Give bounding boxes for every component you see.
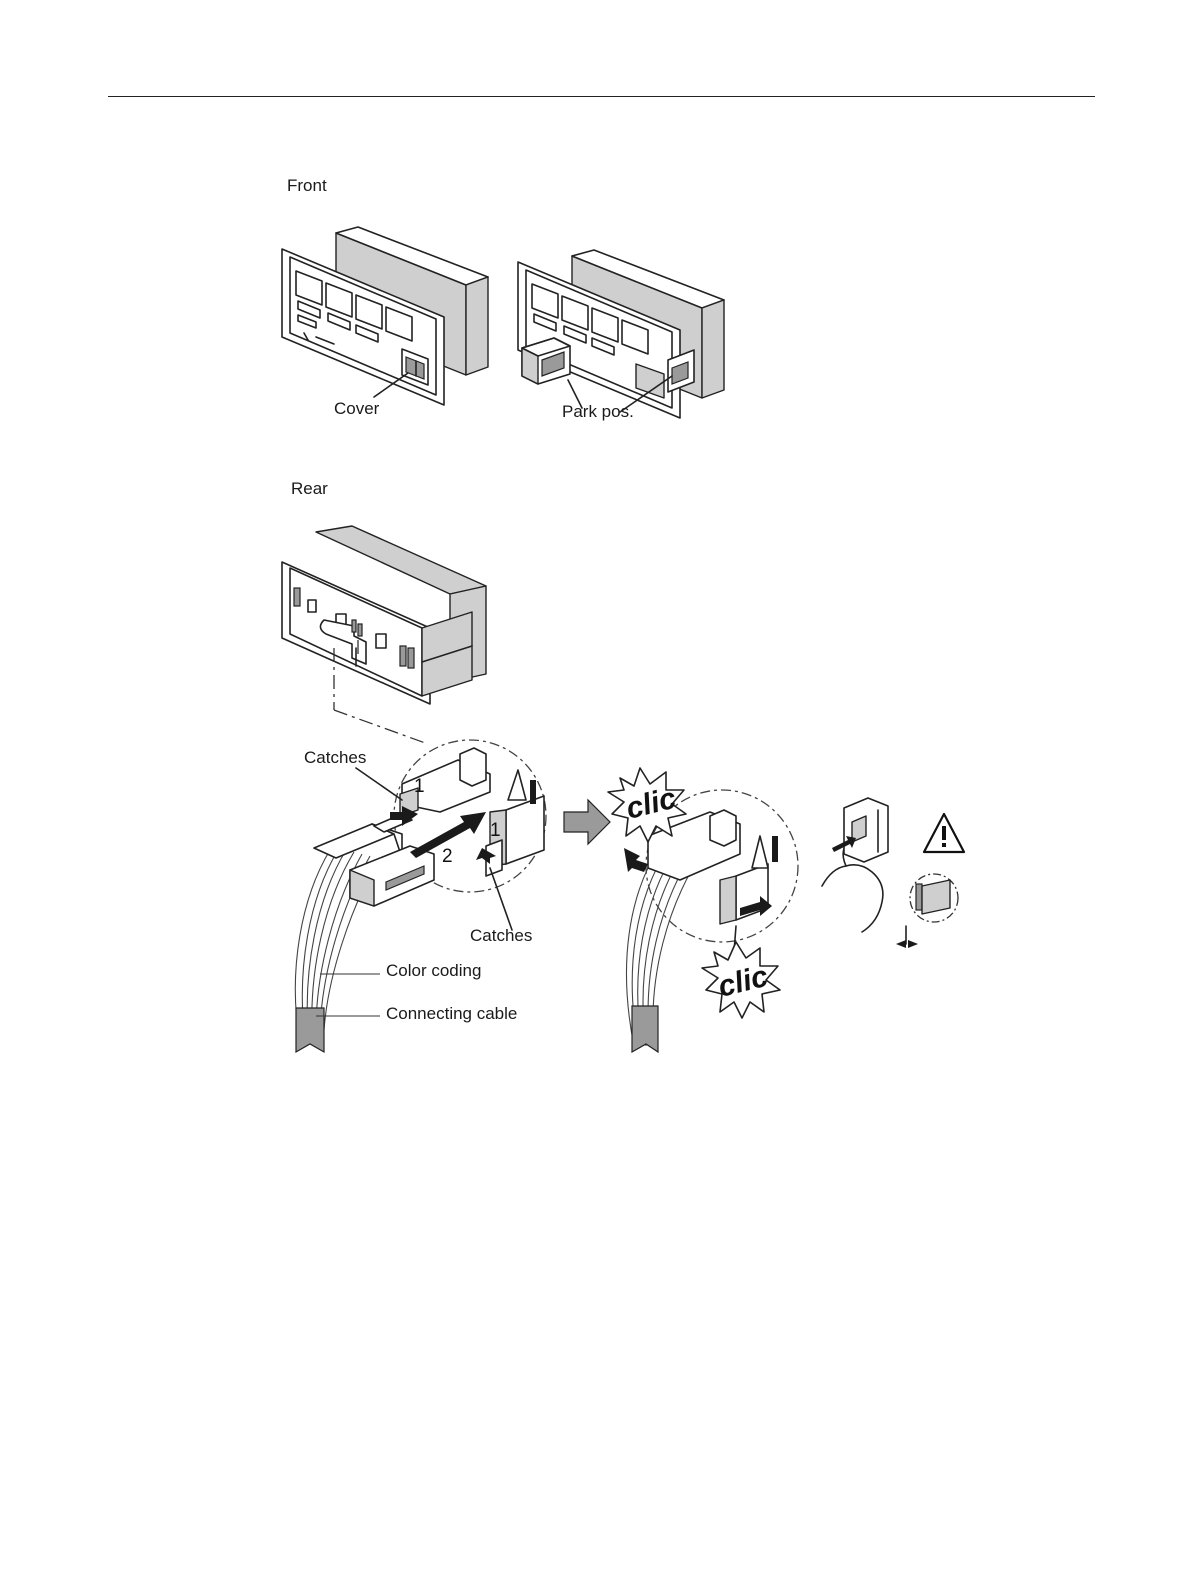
detail-leader-lines (320, 640, 440, 750)
catches-label-bottom: Catches (470, 926, 532, 946)
connector-engaged-detail: clic clic (600, 756, 810, 1060)
step-one-left: 1 (414, 776, 425, 797)
step-two: 2 (442, 846, 453, 867)
rear-section-title: Rear (291, 479, 328, 499)
catches-label-top: Catches (304, 748, 366, 768)
front-device-park-position (512, 252, 737, 424)
header-rule (108, 96, 1095, 97)
front-device-with-cover (276, 225, 496, 415)
release-warning-detail (812, 796, 988, 956)
warning-triangle-icon (924, 814, 964, 852)
connecting-cable-label: Connecting cable (386, 1004, 517, 1024)
cover-label: Cover (334, 399, 379, 419)
front-section-title: Front (287, 176, 327, 196)
step-one-right: 1 (490, 820, 501, 841)
color-coding-label: Color coding (386, 961, 481, 981)
park-position-label: Park pos. (562, 402, 634, 422)
